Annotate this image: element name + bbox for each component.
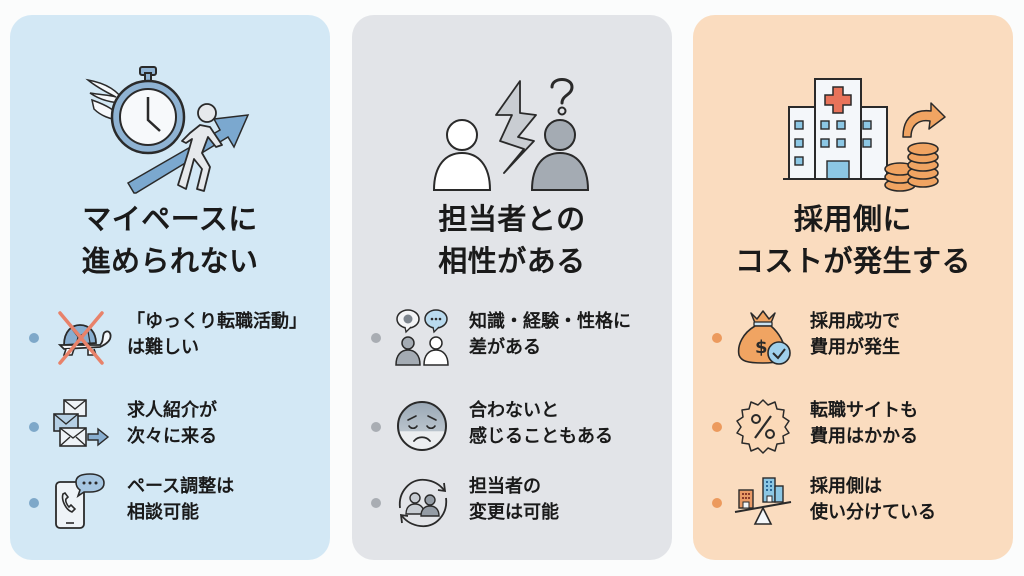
- percent-badge-icon: [736, 399, 790, 454]
- envelopes-arrow-icon: [53, 399, 110, 447]
- item-text: 採用側は 使い分けている: [810, 476, 936, 523]
- list-item: $ 採用成功で 費用が発生: [693, 305, 1013, 369]
- two-people-conflict-icon: [432, 78, 590, 191]
- stopwatch-runner-arrow-icon: [85, 66, 250, 194]
- card-my-pace: マイペースに 進められない 「ゆっくり転職活動」 は難しい: [10, 15, 330, 560]
- crossed-turtle-icon: [57, 311, 112, 365]
- list-item: 合わないと 感じることもある: [352, 394, 672, 458]
- balance-buildings-icon: [734, 477, 792, 525]
- card-employer-cost: 採用側に コストが発生する $ 採用成功で 費用が発生: [693, 15, 1013, 560]
- item-text: 担当者の 変更は可能: [469, 476, 559, 523]
- list-item: 「ゆっくり転職活動」 は難しい: [10, 305, 330, 369]
- money-bag-check-icon: $: [737, 310, 791, 365]
- list-item: 求人紹介が 次々に来る: [10, 394, 330, 458]
- item-text: 合わないと 感じることもある: [469, 400, 613, 447]
- list-item: 担当者の 変更は可能: [352, 470, 672, 534]
- bullet-dot: [712, 422, 722, 432]
- list-item: 知識・経験・性格に 差がある: [352, 305, 672, 369]
- swap-people-icon: [398, 479, 448, 527]
- hospital-coins-icon: [783, 78, 946, 192]
- item-text: ペース調整は 相談可能: [127, 476, 235, 523]
- sad-face-icon: [397, 401, 447, 451]
- bullet-dot: [371, 422, 381, 432]
- bullet-dot: [371, 498, 381, 508]
- card-title: 担当者との 相性がある: [438, 202, 586, 278]
- card-title: 採用側に コストが発生する: [734, 202, 971, 278]
- phone-chat-icon: [55, 473, 105, 529]
- bullet-dot: [371, 333, 381, 343]
- list-item: ペース調整は 相談可能: [10, 470, 330, 534]
- people-speech-bubbles-icon: [395, 309, 449, 366]
- bullet-dot: [712, 333, 722, 343]
- item-text: 知識・経験・性格に 差がある: [469, 311, 631, 358]
- bullet-dot: [712, 498, 722, 508]
- bullet-dot: [29, 333, 39, 343]
- item-text: 「ゆっくり転職活動」 は難しい: [127, 311, 307, 358]
- bullet-dot: [29, 422, 39, 432]
- list-item: 採用側は 使い分けている: [693, 470, 1013, 534]
- card-title: マイペースに 進められない: [81, 202, 259, 278]
- svg-text:$: $: [755, 337, 768, 358]
- card-compatibility: 担当者との 相性がある 知識・経験・性格に 差がある: [352, 15, 672, 560]
- list-item: 転職サイトも 費用はかかる: [693, 394, 1013, 458]
- item-text: 転職サイトも 費用はかかる: [810, 400, 918, 447]
- item-text: 採用成功で 費用が発生: [810, 311, 900, 358]
- item-text: 求人紹介が 次々に来る: [127, 400, 217, 447]
- bullet-dot: [29, 498, 39, 508]
